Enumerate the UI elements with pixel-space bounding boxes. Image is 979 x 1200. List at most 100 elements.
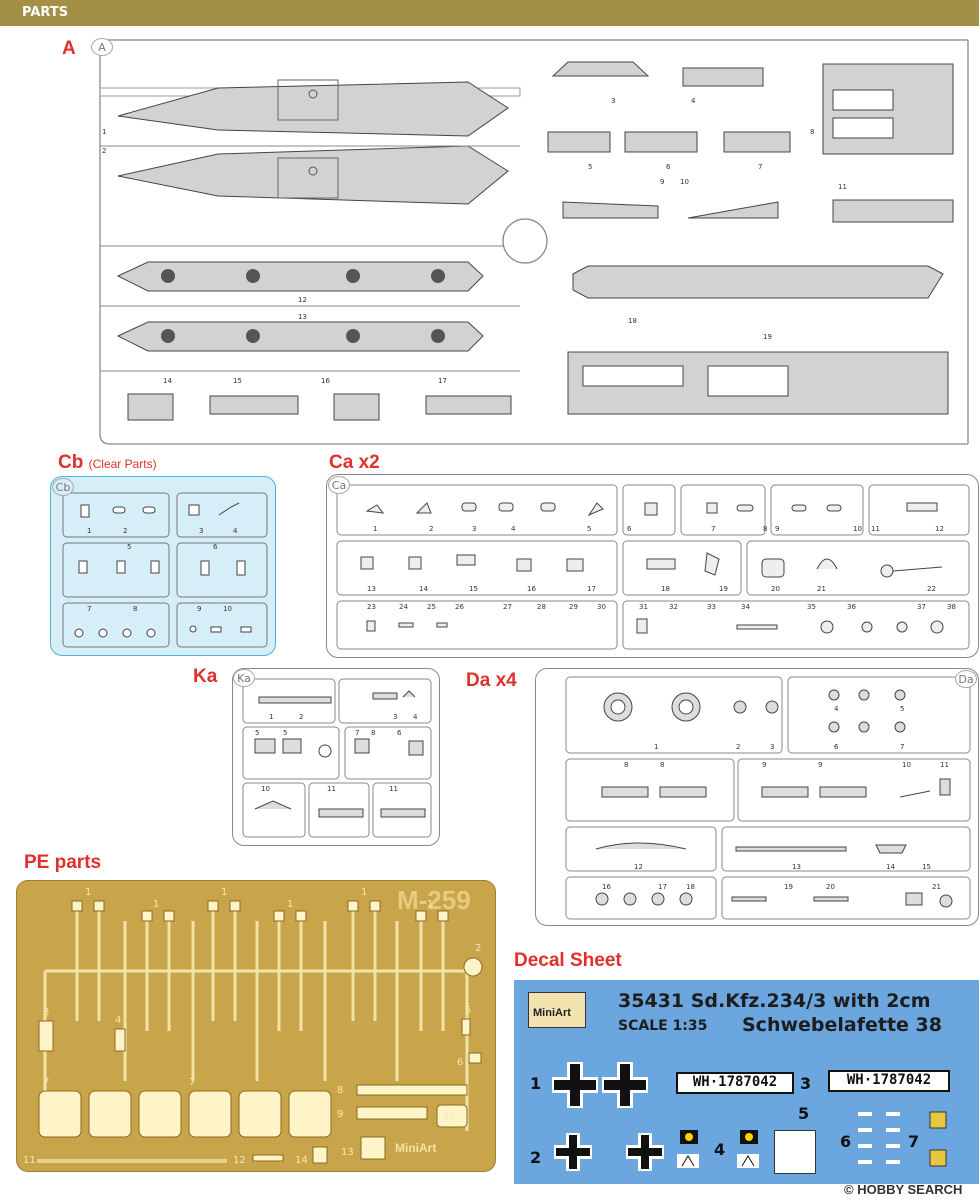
- svg-text:2: 2: [102, 147, 106, 155]
- svg-text:20: 20: [826, 883, 835, 891]
- sprue-a-label: A: [62, 38, 76, 59]
- svg-text:3: 3: [770, 743, 774, 751]
- svg-text:1: 1: [287, 899, 293, 910]
- svg-text:1: 1: [269, 713, 273, 721]
- svg-text:8: 8: [133, 605, 137, 613]
- svg-text:11: 11: [23, 1155, 36, 1166]
- svg-text:1: 1: [373, 525, 377, 533]
- decal-number-2: 2: [530, 1148, 542, 1167]
- svg-text:16: 16: [602, 883, 611, 891]
- svg-text:10: 10: [902, 761, 911, 769]
- svg-text:13: 13: [367, 585, 376, 593]
- svg-text:19: 19: [784, 883, 793, 891]
- unit-insignia-right: [737, 1130, 759, 1168]
- svg-text:8: 8: [660, 761, 664, 769]
- svg-text:8: 8: [624, 761, 628, 769]
- svg-text:23: 23: [367, 603, 376, 611]
- svg-text:5: 5: [587, 525, 591, 533]
- svg-text:1: 1: [85, 887, 91, 898]
- svg-text:15: 15: [469, 585, 478, 593]
- svg-text:9: 9: [197, 605, 201, 613]
- decal-sheet: MiniArt 35431 Sd.Kfz.234/3 with 2cm SCAL…: [514, 980, 979, 1184]
- pe-fret: M-259: [16, 880, 496, 1172]
- svg-text:29: 29: [569, 603, 578, 611]
- svg-text:28: 28: [537, 603, 546, 611]
- svg-text:3: 3: [472, 525, 476, 533]
- svg-text:3: 3: [611, 97, 615, 105]
- svg-text:7: 7: [900, 743, 904, 751]
- svg-text:4: 4: [691, 97, 696, 105]
- svg-text:10: 10: [223, 605, 232, 613]
- decal-number-4: 4: [714, 1140, 726, 1159]
- svg-text:22: 22: [927, 585, 936, 593]
- svg-text:9: 9: [762, 761, 766, 769]
- svg-text:20: 20: [771, 585, 780, 593]
- svg-text:6: 6: [213, 543, 218, 551]
- svg-text:11: 11: [940, 761, 949, 769]
- balkenkreuz-pair-1: [552, 1062, 648, 1108]
- svg-text:6: 6: [457, 1057, 463, 1068]
- svg-text:7: 7: [355, 729, 359, 737]
- decal-number-5: 5: [798, 1104, 810, 1123]
- svg-text:6: 6: [627, 525, 632, 533]
- svg-text:12: 12: [233, 1155, 246, 1166]
- svg-text:33: 33: [707, 603, 716, 611]
- sprue-ka-label: Ka: [193, 666, 218, 687]
- svg-text:1: 1: [427, 899, 433, 910]
- svg-text:5: 5: [465, 1005, 471, 1016]
- sprue-ca-id: Ca: [328, 476, 350, 494]
- sprue-da-id: Da: [955, 670, 977, 688]
- svg-text:30: 30: [597, 603, 606, 611]
- license-plate-left: WH·1787042: [676, 1072, 794, 1094]
- svg-text:11: 11: [389, 785, 398, 793]
- svg-text:34: 34: [741, 603, 750, 611]
- miniart-logo: MiniArt: [528, 992, 586, 1028]
- svg-text:12: 12: [298, 296, 307, 304]
- sprue-cb-id: Cb: [52, 478, 74, 496]
- decal-number-1: 1: [530, 1074, 542, 1093]
- sprue-ca-label: Ca x2: [329, 452, 380, 473]
- svg-text:6: 6: [397, 729, 402, 737]
- svg-text:9: 9: [818, 761, 822, 769]
- svg-text:5: 5: [283, 729, 287, 737]
- parts-header-title: PARTS: [22, 5, 69, 20]
- svg-text:21: 21: [817, 585, 826, 593]
- svg-text:9: 9: [775, 525, 779, 533]
- svg-text:8: 8: [337, 1085, 343, 1096]
- svg-text:5: 5: [127, 543, 131, 551]
- svg-text:8: 8: [763, 525, 767, 533]
- svg-text:27: 27: [503, 603, 512, 611]
- svg-text:4: 4: [233, 527, 238, 535]
- svg-text:37: 37: [917, 603, 926, 611]
- decal-title-line2: Schwebelafette 38: [742, 1014, 942, 1036]
- hull-side-plate-1: [117, 81, 509, 137]
- pe-brand-logo: MiniArt: [395, 1141, 437, 1155]
- svg-text:2: 2: [475, 943, 481, 954]
- svg-text:1: 1: [361, 887, 367, 898]
- svg-text:4: 4: [115, 1015, 121, 1026]
- svg-text:31: 31: [639, 603, 648, 611]
- pe-parts-label: PE parts: [24, 852, 102, 873]
- svg-text:5: 5: [588, 163, 592, 171]
- svg-text:19: 19: [763, 333, 772, 341]
- balkenkreuz-pair-2: [554, 1133, 664, 1171]
- svg-text:10: 10: [680, 178, 689, 186]
- decal-title-line1: 35431 Sd.Kfz.234/3 with 2cm: [618, 990, 931, 1012]
- svg-text:3: 3: [199, 527, 203, 535]
- svg-text:4: 4: [511, 525, 516, 533]
- svg-text:7: 7: [87, 605, 91, 613]
- svg-text:12: 12: [935, 525, 944, 533]
- svg-text:18: 18: [628, 317, 637, 325]
- svg-text:11: 11: [838, 183, 847, 191]
- svg-text:13: 13: [341, 1147, 354, 1158]
- svg-text:14: 14: [163, 377, 172, 385]
- svg-text:6: 6: [834, 743, 839, 751]
- svg-text:25: 25: [427, 603, 436, 611]
- svg-text:7: 7: [711, 525, 715, 533]
- svg-text:15: 15: [233, 377, 242, 385]
- svg-text:5: 5: [900, 705, 904, 713]
- svg-text:7: 7: [43, 1077, 49, 1088]
- svg-text:12: 12: [634, 863, 643, 871]
